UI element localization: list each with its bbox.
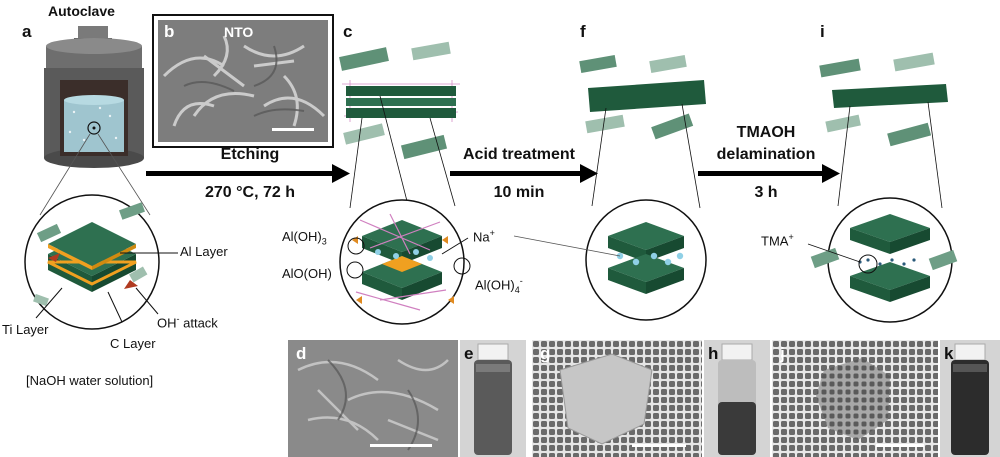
panel-d-texture: [288, 340, 458, 457]
tma-ion-label: TMA+: [761, 232, 794, 248]
panel-e-vial: e: [460, 340, 526, 457]
panel-g-texture: [532, 340, 702, 457]
panel-label-g: g: [540, 344, 551, 363]
panel-label-c: c: [343, 22, 353, 41]
c-layer-label: C Layer: [110, 336, 156, 351]
etching-conditions: 270 °C, 72 h: [205, 184, 295, 201]
panel-label-j: j: [780, 344, 785, 363]
aloh4-base: Al(OH): [475, 277, 515, 293]
ti-layer-label: Ti Layer: [2, 322, 49, 337]
tmaoh-title-line1: TMAOH: [736, 124, 796, 141]
vial-e-drawing: [474, 343, 512, 455]
vial-h-drawing: [718, 343, 756, 455]
panel-label-f: f: [580, 22, 586, 41]
panel-b-sem-frame: b NTO: [152, 14, 334, 148]
panel-label-d: d: [296, 344, 307, 363]
nto-label: NTO: [224, 24, 254, 40]
tma-ion-sup: +: [788, 232, 794, 242]
oh-attack-tail: attack: [179, 315, 218, 331]
panel-label-h: h: [708, 344, 719, 363]
panel-label-b: b: [164, 22, 175, 41]
aloh4-label: Al(OH)4-: [475, 276, 523, 295]
panel-j-sem: j: [772, 340, 938, 457]
panel-b-scalebar: [272, 128, 314, 131]
oh-attack-base: OH: [157, 315, 177, 331]
autoclave-label: Autoclave: [48, 3, 115, 19]
panel-d-sem: d: [288, 340, 458, 457]
tmaoh-title-line2: delamination: [716, 146, 816, 163]
na-ion-base: Na: [473, 229, 490, 245]
panel-j-texture: [772, 340, 938, 457]
panel-h-vial: h: [704, 340, 770, 457]
oh-attack-sup: -: [176, 314, 180, 324]
panel-k-vial: k: [940, 340, 1000, 457]
panel-g-sem: g: [532, 340, 702, 457]
aloooh-label: AlO(OH): [282, 266, 332, 281]
na-ion-sup: +: [489, 228, 495, 238]
tma-ion-base: TMA: [761, 233, 789, 249]
panel-label-a: a: [22, 22, 32, 41]
aloh3-sub: 3: [321, 236, 327, 247]
naoh-solution-label: [NaOH water solution]: [26, 373, 154, 388]
panel-j-scalebar: [876, 444, 924, 447]
aloh3-base: Al(OH): [282, 229, 322, 244]
panel-label-k: k: [944, 344, 954, 363]
aloh4-sup: -: [519, 276, 523, 286]
tmaoh-conditions: 3 h: [754, 184, 778, 201]
acid-title: Acid treatment: [462, 146, 576, 163]
al-layer-label: Al Layer: [180, 244, 228, 259]
panel-label-i: i: [820, 22, 825, 41]
na-ion-label: Na+: [473, 228, 495, 244]
etching-title: Etching: [220, 146, 280, 163]
oh-attack-label: OH- attack: [157, 314, 218, 330]
aloh4-sub: 4: [514, 284, 520, 295]
panel-g-scalebar: [632, 444, 686, 447]
panel-b-sem-image: [158, 20, 328, 142]
panel-label-e: e: [464, 344, 474, 363]
aloh3-label: Al(OH)3: [282, 229, 327, 247]
acid-conditions: 10 min: [493, 184, 545, 201]
vial-k-drawing: [951, 343, 989, 455]
panel-d-scalebar: [370, 444, 432, 447]
